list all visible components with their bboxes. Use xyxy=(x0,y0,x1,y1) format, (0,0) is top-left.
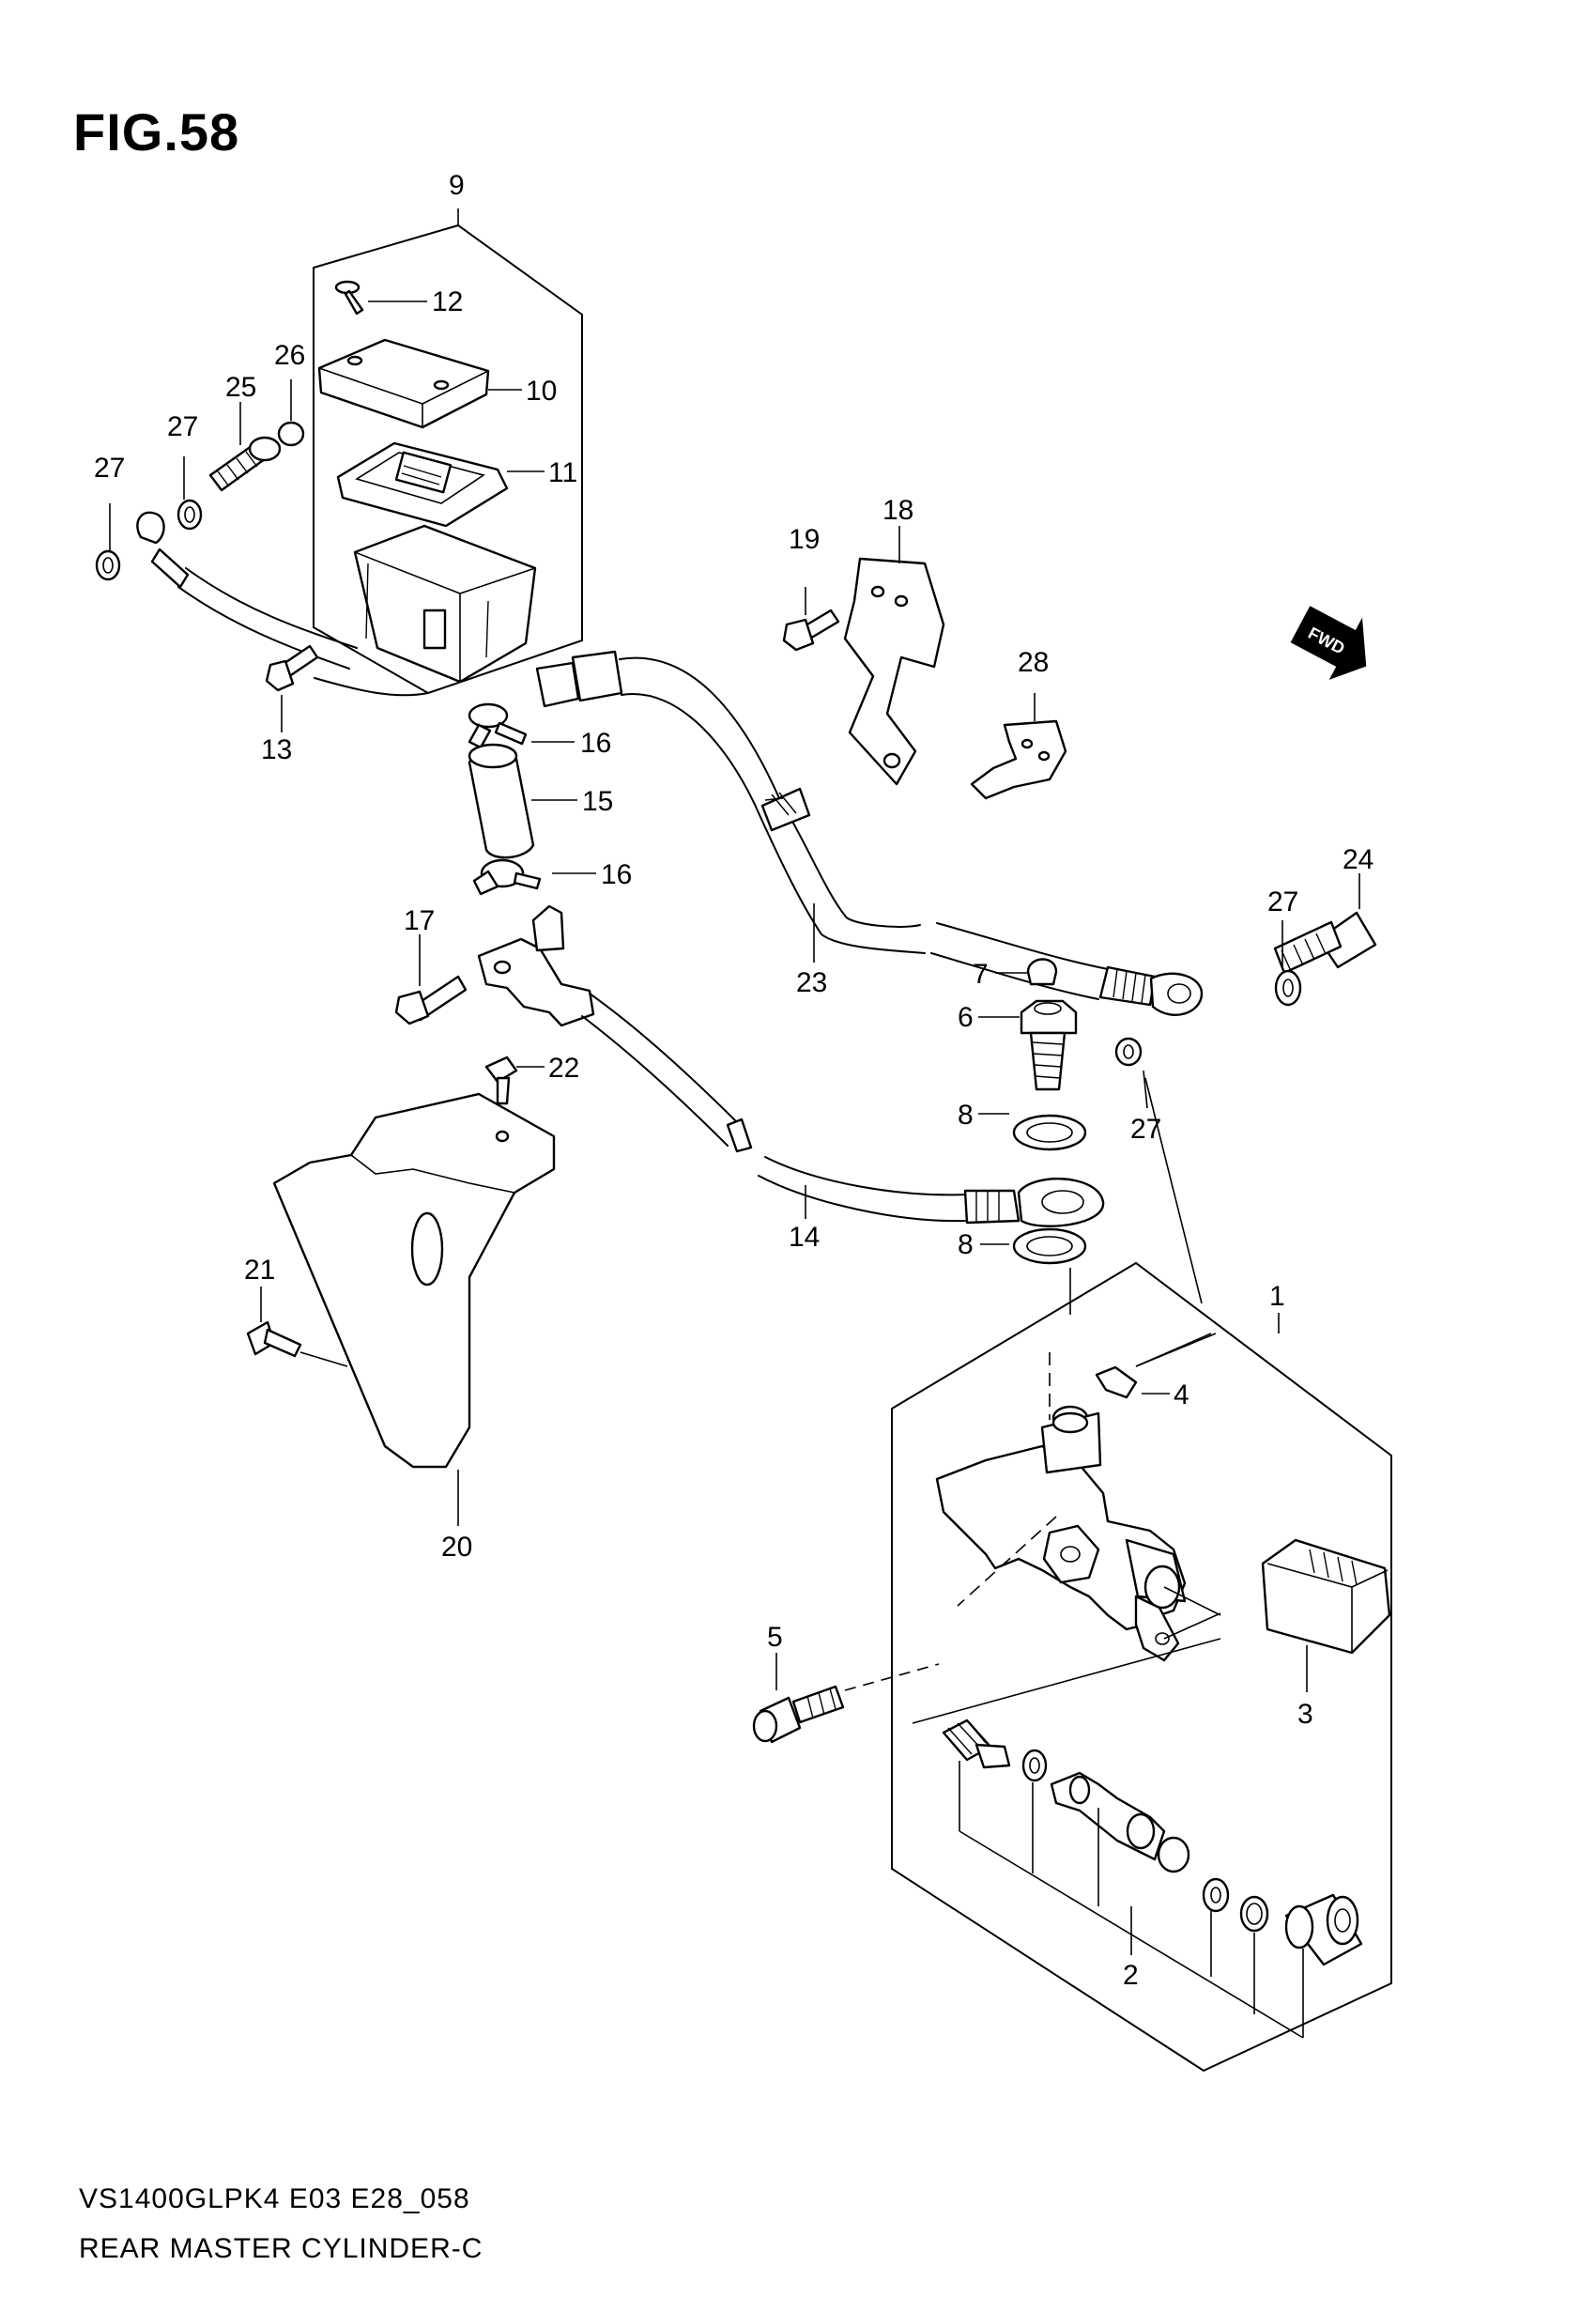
union-bolt-left xyxy=(208,436,282,492)
gasket-washer-left-1 xyxy=(176,499,203,531)
callout-18: 18 xyxy=(882,495,913,526)
footer-model-code: VS1400GLPK4 E03 E28_058 xyxy=(79,2183,470,2214)
callout-7: 7 xyxy=(973,959,989,990)
reservoir-diaphragm xyxy=(336,441,509,528)
cylinder-inlet-fitting xyxy=(477,904,595,1027)
gasket-washer-upper xyxy=(1012,1114,1087,1151)
callout-14: 14 xyxy=(789,1222,820,1253)
callout-13: 13 xyxy=(261,734,292,765)
master-cylinder-pin xyxy=(1095,1365,1138,1399)
push-rod-boot xyxy=(1284,1893,1363,1966)
reservoir-bracket xyxy=(843,557,945,786)
reservoir-side-cover xyxy=(272,1092,556,1469)
bracket-bolt xyxy=(782,609,840,652)
callout-23: 23 xyxy=(796,967,827,998)
callout-24: 24 xyxy=(1343,844,1373,875)
callout-26: 26 xyxy=(274,340,305,371)
callout-27-d: 27 xyxy=(1130,1114,1161,1145)
brake-hose-lower-fitting xyxy=(1098,965,1204,1017)
callout-22: 22 xyxy=(548,1053,579,1084)
callout-27-c: 27 xyxy=(1267,886,1298,917)
callout-5: 5 xyxy=(767,1622,783,1653)
callout-4: 4 xyxy=(1174,1379,1189,1410)
callout-11: 11 xyxy=(548,457,577,488)
reservoir-mount-bolt xyxy=(265,644,319,692)
figure-title: FIG.58 xyxy=(73,102,240,162)
hose-clamp-lower xyxy=(472,858,542,896)
master-cylinder-body xyxy=(935,1405,1187,1662)
piston xyxy=(1050,1771,1190,1873)
circlip xyxy=(1239,1895,1269,1933)
callout-12: 12 xyxy=(432,286,463,317)
master-cylinder-mount-bolt xyxy=(752,1685,845,1744)
callout-19: 19 xyxy=(789,524,820,555)
callout-3: 3 xyxy=(1297,1699,1313,1730)
cover-side-bolt xyxy=(246,1320,302,1358)
gasket-washer-right-lower xyxy=(1114,1037,1143,1067)
hose-guide-clip xyxy=(970,719,1067,800)
reservoir-to-cylinder-hose xyxy=(468,743,535,859)
callout-28: 28 xyxy=(1018,647,1049,678)
callout-20: 20 xyxy=(441,1532,472,1563)
fwd-direction-arrow: FWD xyxy=(1290,606,1367,680)
hose-end-cap xyxy=(277,421,305,447)
reservoir-cap-screw xyxy=(334,280,364,316)
bleeder-cap xyxy=(1026,958,1058,986)
callout-21: 21 xyxy=(244,1255,275,1286)
gasket-washer-right-upper xyxy=(1274,969,1302,1007)
master-cylinder-assembly-box xyxy=(891,1261,1392,2073)
callout-15: 15 xyxy=(582,786,613,817)
brake-hose-upper xyxy=(535,650,926,954)
piston-spring xyxy=(942,1719,1011,1769)
master-cylinder-boot xyxy=(1261,1538,1391,1655)
callout-10: 10 xyxy=(526,376,557,407)
cover-top-bolt xyxy=(484,1056,518,1105)
callout-8-lower: 8 xyxy=(958,1229,974,1260)
callout-17: 17 xyxy=(404,905,435,936)
callout-16-lower: 16 xyxy=(601,859,632,890)
gasket-washer-lower xyxy=(1012,1227,1087,1265)
callout-9: 9 xyxy=(449,170,465,201)
bleeder-valve xyxy=(1020,999,1078,1091)
callout-2: 2 xyxy=(1123,1960,1139,1991)
footer-diagram-name: REAR MASTER CYLINDER-C xyxy=(79,2233,483,2264)
brake-hose-14 xyxy=(581,993,1105,1227)
union-bolt-right xyxy=(1273,911,1377,975)
callout-25: 25 xyxy=(225,372,256,403)
reservoir-hose-upper xyxy=(136,511,429,697)
callout-6: 6 xyxy=(958,1002,974,1033)
fitting-mount-bolt xyxy=(394,975,468,1025)
callout-8-upper: 8 xyxy=(958,1100,974,1131)
callout-27-a: 27 xyxy=(167,411,198,442)
gasket-washer-left-2 xyxy=(95,549,121,581)
reservoir-cap xyxy=(317,338,490,429)
callout-27-b: 27 xyxy=(94,453,125,484)
primary-cup xyxy=(1021,1749,1048,1782)
reservoir-body xyxy=(353,524,537,684)
callout-1: 1 xyxy=(1269,1281,1285,1312)
push-rod-washer xyxy=(1202,1877,1230,1913)
callout-16-upper: 16 xyxy=(580,728,611,759)
hose-clamp-upper xyxy=(468,702,528,749)
